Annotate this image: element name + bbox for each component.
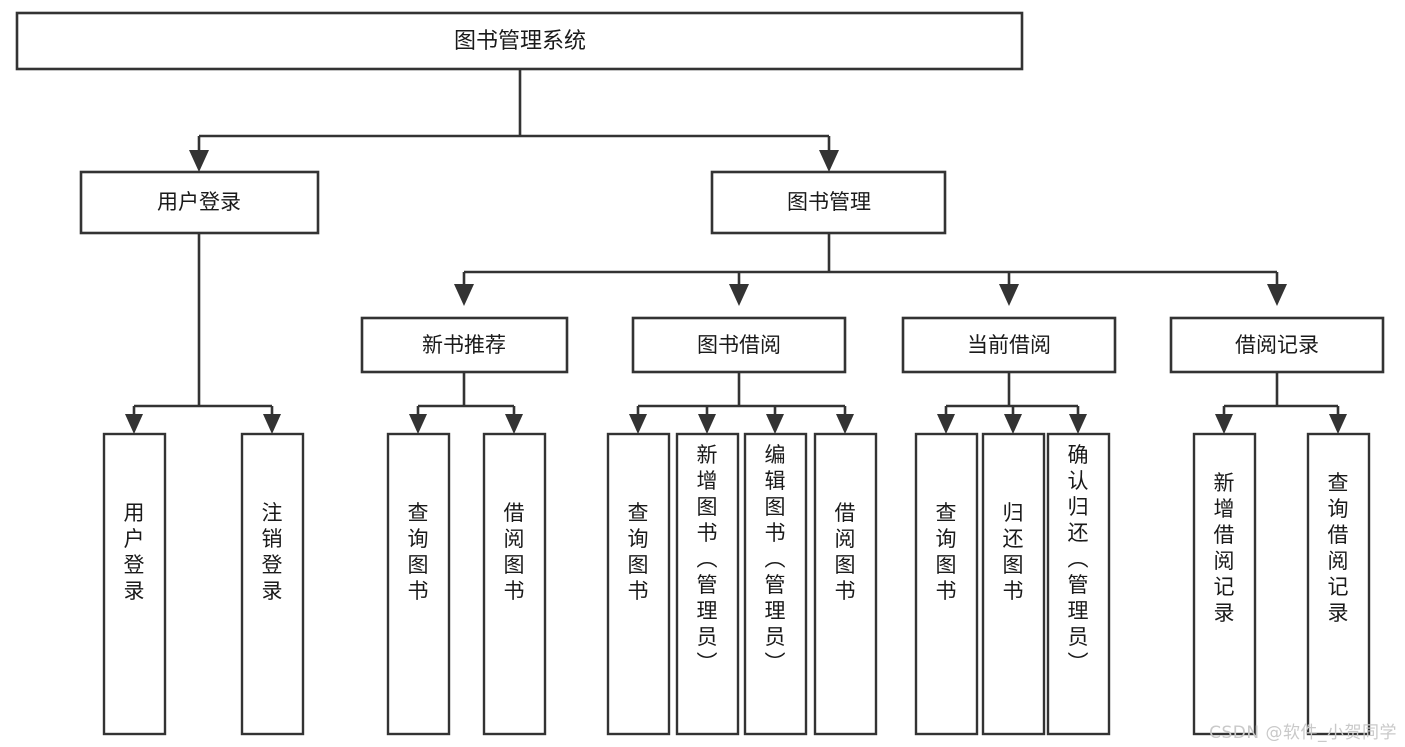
leaf-add-record[interactable]: 新增借阅记录 [1192, 432, 1257, 736]
leaf-query-record[interactable]: 查询借阅记录 [1306, 432, 1371, 736]
connector-group-book-borrow [629, 372, 854, 434]
leaf-borrow-book-2[interactable]: 借阅图书 [813, 432, 878, 736]
leaf-query-book-1-box[interactable] [386, 432, 451, 736]
leaf-query-book-3-box[interactable] [914, 432, 979, 736]
arrow-head-leaf-borrow-book-2 [836, 414, 854, 434]
arrow-head-current-borrow [999, 284, 1019, 306]
node-user-login[interactable]: 用户登录 [79, 170, 320, 235]
leaf-query-book-2-label: 查询图书 [628, 501, 649, 603]
arrow-head-leaf-return-book [1004, 414, 1022, 434]
node-book-borrow-box[interactable] [631, 316, 847, 374]
leaf-borrow-book-2-box[interactable] [813, 432, 878, 736]
leaf-edit-book-label: 编辑图书︵管理员︶ [765, 443, 786, 675]
arrow-head-borrow-record [1267, 284, 1287, 306]
leaf-query-record-label: 查询借阅记录 [1328, 471, 1349, 625]
node-new-book-recommend[interactable]: 新书推荐 [360, 316, 569, 374]
arrow-head-leaf-query-record [1329, 414, 1347, 434]
arrow-head-leaf-query-book-1 [409, 414, 427, 434]
arrow-head-new-book-recommend [454, 284, 474, 306]
arrow-head-leaf-add-book [698, 414, 716, 434]
node-borrow-record[interactable]: 借阅记录 [1169, 316, 1385, 374]
arrow-head-book-manage [819, 150, 839, 172]
node-current-borrow-box[interactable] [901, 316, 1117, 374]
leaf-edit-book[interactable]: 编辑图书︵管理员︶ [743, 432, 808, 736]
leaf-edit-book-box[interactable] [743, 432, 808, 736]
arrow-head-leaf-borrow-book-1 [505, 414, 523, 434]
arrow-head-user-login [189, 150, 209, 172]
leaf-confirm-return-box[interactable] [1046, 432, 1111, 736]
node-new-book-recommend-label: 新书推荐 [422, 333, 506, 357]
leaf-confirm-return-label: 确认归还︵管理员︶ [1068, 443, 1089, 675]
connector-group-book-manage [454, 233, 1287, 306]
csdn-watermark: CSDN @软件_小贺同学 [1209, 723, 1397, 743]
node-book-manage[interactable]: 图书管理 [710, 170, 947, 235]
connector-group-user-login [125, 233, 281, 434]
node-root[interactable]: 图书管理系统 [15, 11, 1024, 71]
leaf-return-book-box[interactable] [981, 432, 1046, 736]
node-book-borrow-label: 图书借阅 [697, 333, 781, 357]
connector-group-current-borrow [937, 372, 1087, 434]
leaf-user-logout[interactable]: 注销登录 [240, 432, 305, 736]
arrow-head-leaf-query-book-3 [937, 414, 955, 434]
leaf-add-book-box[interactable] [675, 432, 740, 736]
node-current-borrow[interactable]: 当前借阅 [901, 316, 1117, 374]
leaf-borrow-book-1-label: 借阅图书 [504, 501, 525, 603]
node-new-book-recommend-box[interactable] [360, 316, 569, 374]
leaf-user-logout-box[interactable] [240, 432, 305, 736]
leaf-user-login-box[interactable] [102, 432, 167, 736]
leaf-query-book-2-box[interactable] [606, 432, 671, 736]
leaf-user-logout-label: 注销登录 [262, 501, 283, 603]
leaf-return-book[interactable]: 归还图书 [981, 432, 1046, 736]
arrow-head-leaf-query-book-2 [629, 414, 647, 434]
node-current-borrow-label: 当前借阅 [967, 333, 1051, 357]
node-book-borrow[interactable]: 图书借阅 [631, 316, 847, 374]
leaf-return-book-label: 归还图书 [1003, 501, 1024, 603]
leaf-user-login[interactable]: 用户登录 [102, 432, 167, 736]
connector-group-root [189, 69, 839, 172]
arrow-head-leaf-add-record [1215, 414, 1233, 434]
arrow-head-leaf-edit-book [766, 414, 784, 434]
leaf-query-book-1[interactable]: 查询图书 [386, 432, 451, 736]
node-root-box[interactable] [15, 11, 1024, 71]
node-user-login-box[interactable] [79, 170, 320, 235]
arrow-head-leaf-confirm-return [1069, 414, 1087, 434]
leaf-add-book-label: 新增图书︵管理员︶ [697, 443, 718, 675]
leaf-query-book-3-label: 查询图书 [936, 501, 957, 603]
arrow-head-leaf-user-logout [263, 414, 281, 434]
leaf-confirm-return[interactable]: 确认归还︵管理员︶ [1046, 432, 1111, 736]
leaf-query-book-2[interactable]: 查询图书 [606, 432, 671, 736]
node-borrow-record-label: 借阅记录 [1235, 333, 1319, 357]
leaf-borrow-book-1-box[interactable] [482, 432, 547, 736]
arrow-head-book-borrow [729, 284, 749, 306]
leaf-borrow-book-2-label: 借阅图书 [835, 501, 856, 603]
leaf-add-record-label: 新增借阅记录 [1214, 471, 1235, 625]
connector-group-new-book-recommend [409, 372, 523, 434]
leaf-add-book[interactable]: 新增图书︵管理员︶ [675, 432, 740, 736]
leaf-borrow-book-1[interactable]: 借阅图书 [482, 432, 547, 736]
leaf-add-record-box[interactable] [1192, 432, 1257, 736]
arrow-head-leaf-user-login [125, 414, 143, 434]
leaf-user-login-label: 用户登录 [124, 501, 145, 603]
node-root-label: 图书管理系统 [454, 29, 586, 54]
connector-group-borrow-record [1215, 372, 1347, 434]
node-book-manage-label: 图书管理 [787, 190, 871, 214]
leaf-query-book-3[interactable]: 查询图书 [914, 432, 979, 736]
leaf-query-record-box[interactable] [1306, 432, 1371, 736]
leaf-query-book-1-label: 查询图书 [408, 501, 429, 603]
node-user-login-label: 用户登录 [157, 190, 241, 214]
node-borrow-record-box[interactable] [1169, 316, 1385, 374]
node-book-manage-box[interactable] [710, 170, 947, 235]
